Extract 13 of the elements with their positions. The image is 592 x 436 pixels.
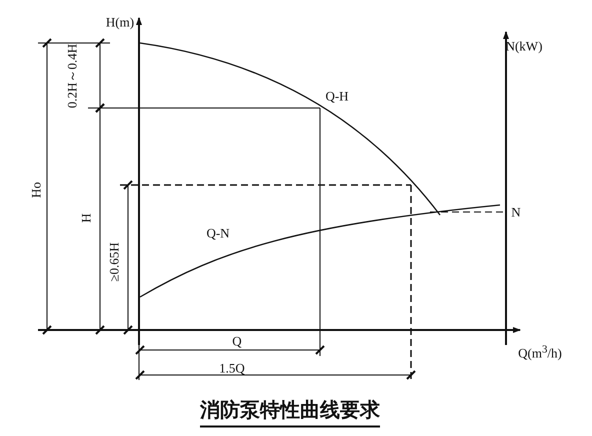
- axis-label: H(m): [106, 16, 134, 28]
- axis-label: Q: [232, 334, 242, 348]
- axis-label: Q-H: [325, 90, 349, 102]
- axis-label: N: [511, 206, 521, 218]
- axis-label: Q(m$^{3}$/h): [518, 344, 562, 360]
- axis-label: Ho: [30, 182, 42, 198]
- axis-label: H: [80, 213, 92, 223]
- axis-label: 0.2H～0.4H: [66, 44, 78, 108]
- axis-label: ≥0.65H: [108, 242, 120, 282]
- caption: 消防泵特性曲线要求: [200, 396, 380, 428]
- axis-label: Q-N: [206, 226, 230, 240]
- axis-label: N(kW): [506, 40, 542, 52]
- axis-label: 1.5Q: [219, 362, 245, 374]
